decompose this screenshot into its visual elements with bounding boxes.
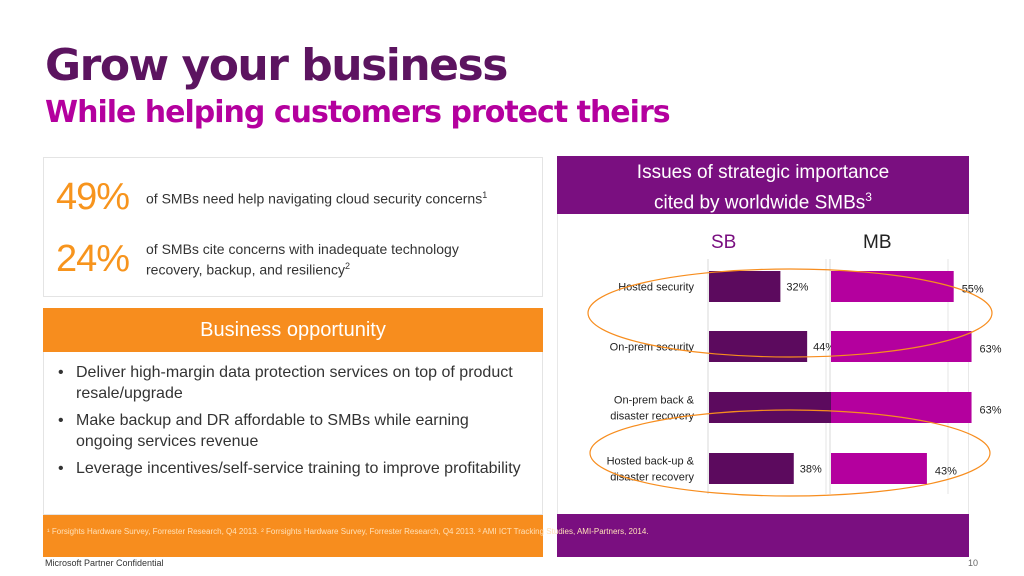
bar <box>831 331 972 362</box>
series-label: MB <box>863 232 892 253</box>
series-label: SB <box>711 232 736 253</box>
bar <box>831 271 954 302</box>
slide-subtitle: While helping customers protect theirs <box>45 95 671 130</box>
footnote-ref: 1 <box>482 190 488 201</box>
stats-panel: 49% of SMBs need help navigating cloud s… <box>43 157 543 297</box>
category-label: disaster recovery <box>610 472 694 484</box>
bar <box>709 271 781 302</box>
slide-title: Grow your business <box>45 40 508 91</box>
stat-value: 24% <box>56 238 130 280</box>
category-label: disaster recovery <box>610 411 694 423</box>
bar <box>831 453 927 484</box>
stat-recovery: 24% of SMBs cite concerns with inadequat… <box>56 238 506 281</box>
bar <box>709 392 843 423</box>
stat-cloud-security: 49% of SMBs need help navigating cloud s… <box>56 176 506 219</box>
orange-footer-band <box>43 515 543 557</box>
category-label: On-prem back & <box>614 395 695 407</box>
list-item: Leverage incentives/self-service trainin… <box>56 458 522 479</box>
category-label: Hosted back-up & <box>607 456 695 468</box>
stat-description: of SMBs need help navigating cloud secur… <box>146 190 488 207</box>
confidential-label: Microsoft Partner Confidential <box>45 558 164 568</box>
data-label: 32% <box>786 282 808 294</box>
category-label: On-prem security <box>610 342 695 354</box>
chart-header-line2: cited by worldwide SMBs3 <box>654 190 872 214</box>
data-label: 63% <box>980 405 1002 417</box>
opportunity-list: Deliver high-margin data protection serv… <box>56 362 522 479</box>
data-label: 63% <box>980 344 1002 356</box>
business-opportunity-header: Business opportunity <box>43 308 543 352</box>
highlight-ellipse <box>589 409 991 497</box>
list-item: Deliver high-margin data protection serv… <box>56 362 522 404</box>
bar <box>831 392 972 423</box>
bar <box>709 453 794 484</box>
category-label: Hosted security <box>618 282 694 294</box>
footnote-ref: 3 <box>865 190 872 204</box>
data-label: 43% <box>935 466 957 478</box>
data-label: 44% <box>813 342 835 354</box>
page-number: 10 <box>967 558 978 568</box>
highlight-ellipse <box>587 268 993 358</box>
chart-header-line1: Issues of strategic importance <box>636 162 890 183</box>
chart-header: Issues of strategic importance cited by … <box>557 156 969 214</box>
business-opportunity-body: Deliver high-margin data protection serv… <box>43 352 543 515</box>
footnotes: ¹ Forsights Hardware Survey, Forrester R… <box>47 527 649 536</box>
list-item: Make backup and DR affordable to SMBs wh… <box>56 410 522 452</box>
footnote-ref: 2 <box>344 260 350 271</box>
stat-description: of SMBs cite concerns with inadequate te… <box>146 240 459 278</box>
purple-footer-band <box>557 514 969 557</box>
stat-value: 49% <box>56 176 130 218</box>
data-label: 38% <box>800 464 822 476</box>
